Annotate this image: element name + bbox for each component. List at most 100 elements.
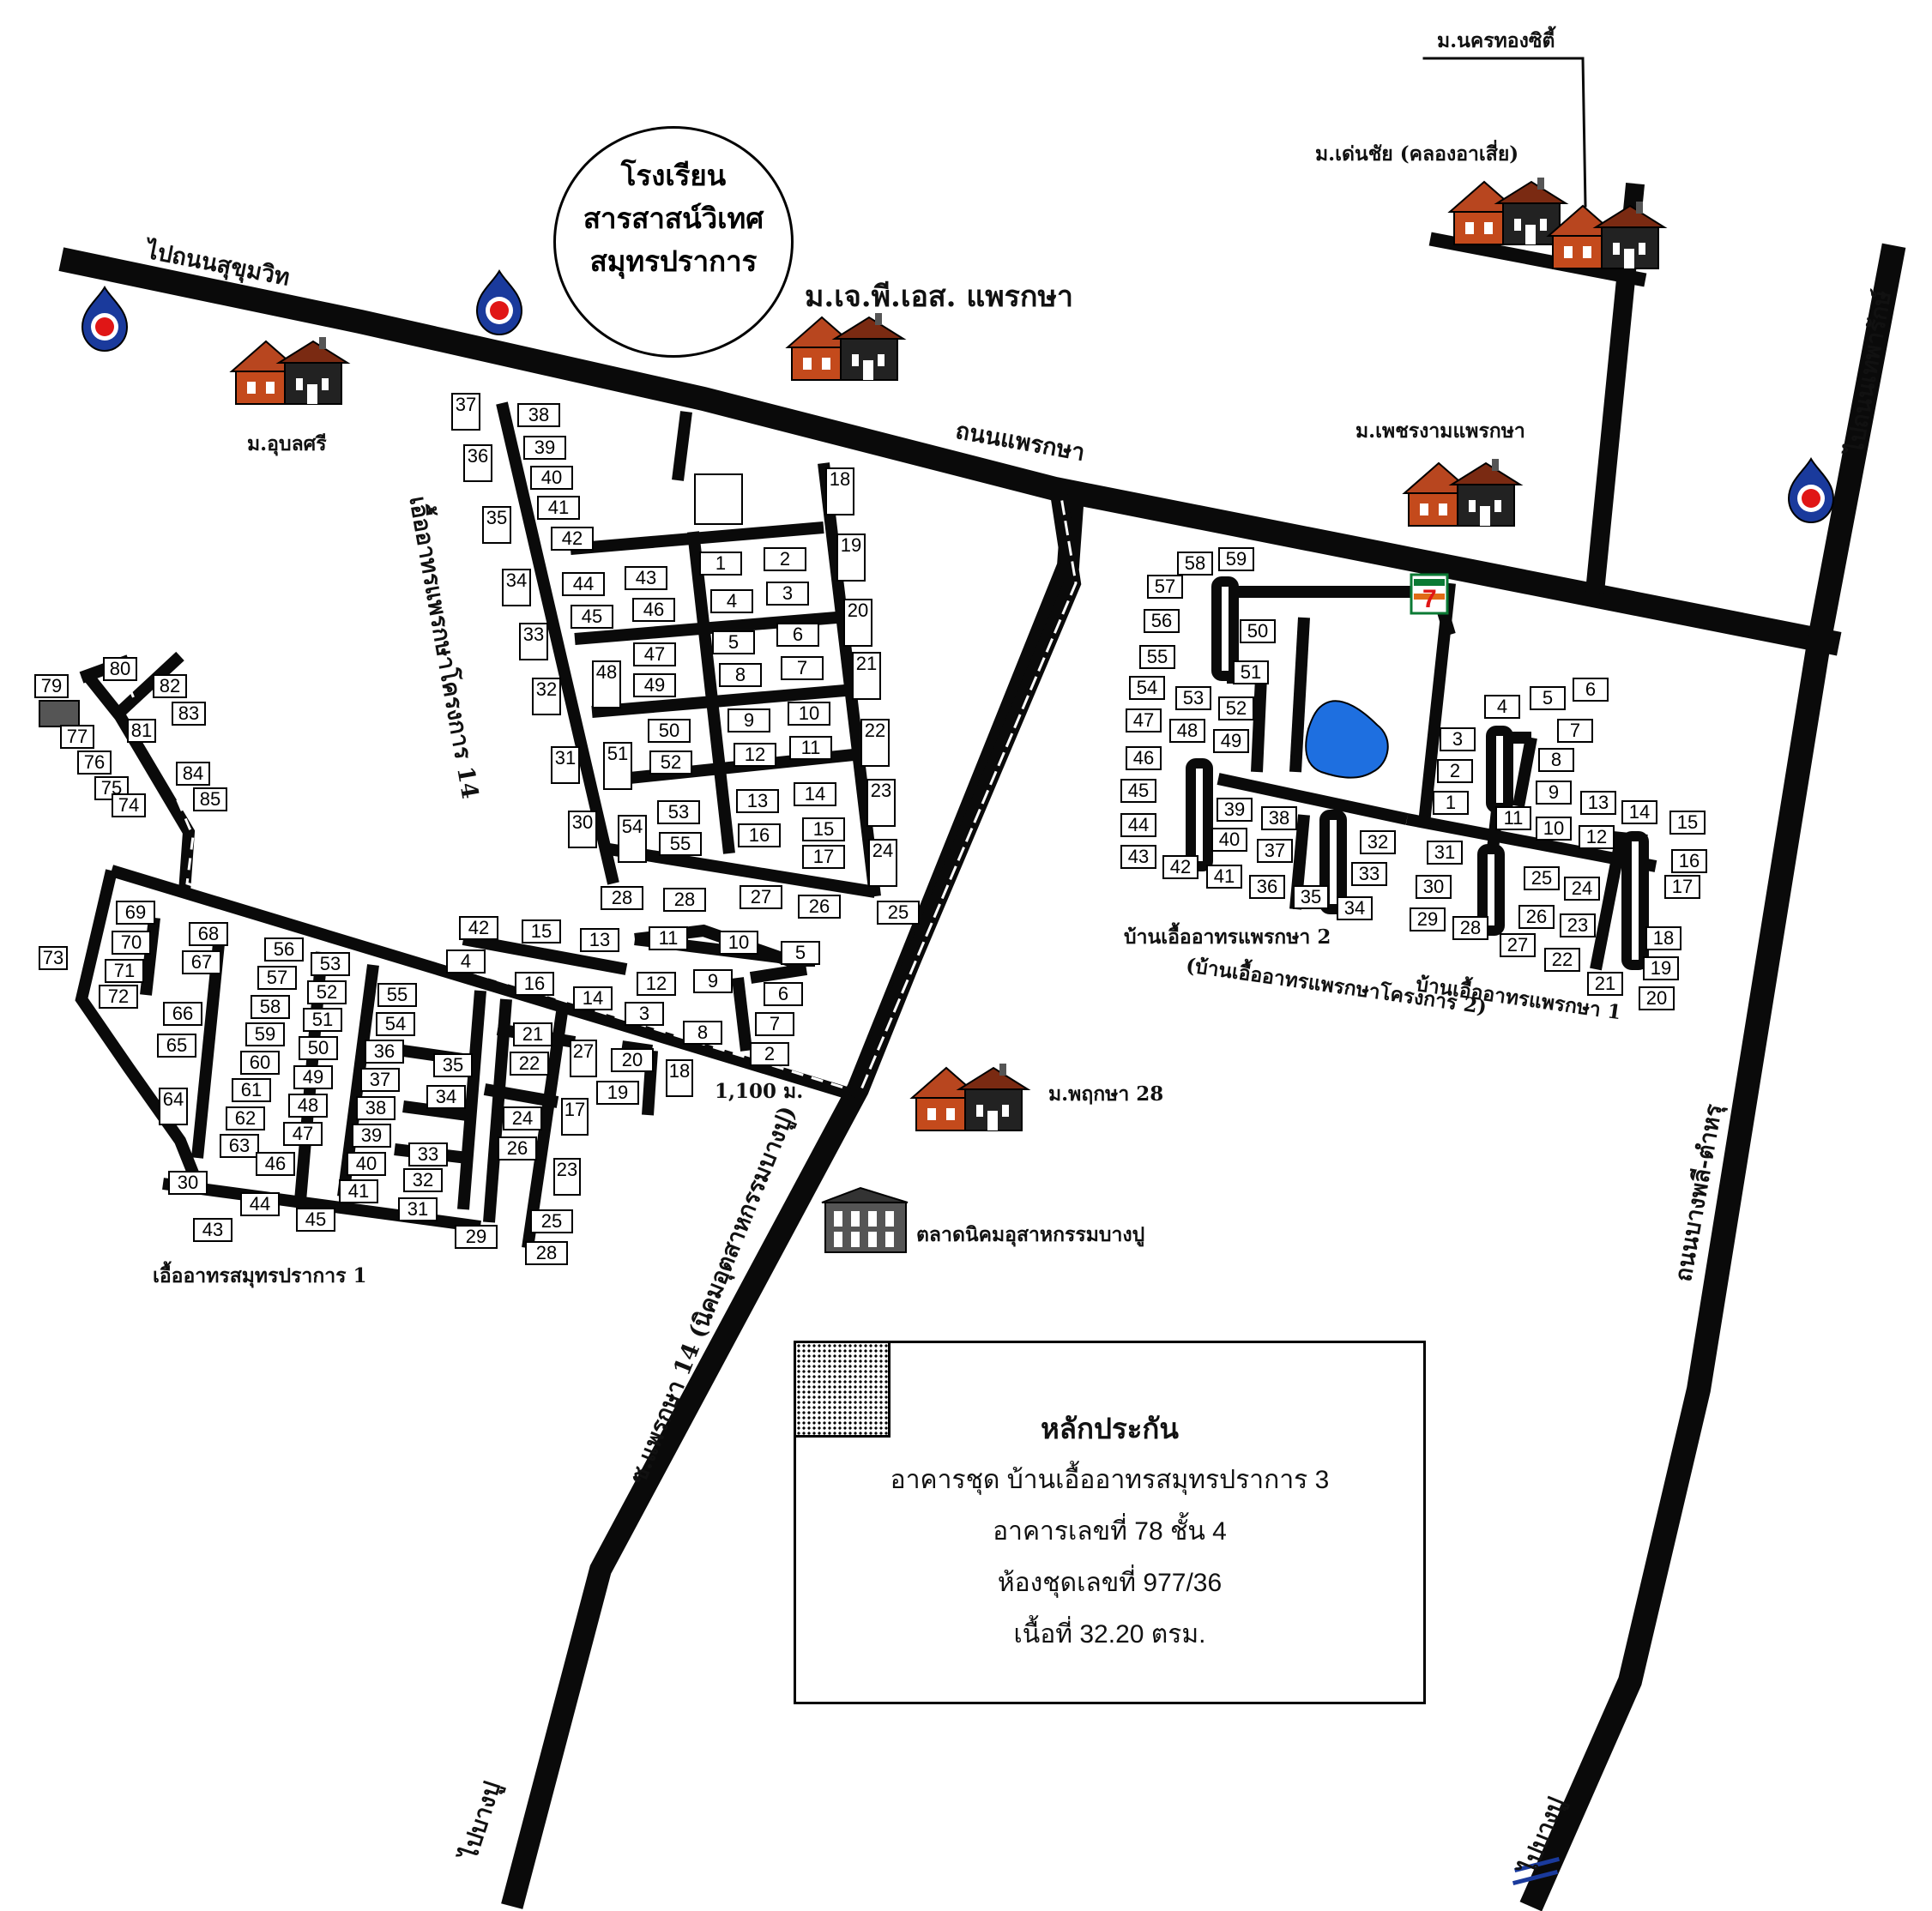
phraeksa-road-loops [1186, 576, 1649, 970]
lot: 12 [637, 972, 676, 996]
lot: 21 [1587, 972, 1623, 996]
lot: 77 [60, 725, 94, 749]
lot: 45 [296, 1208, 335, 1232]
gas-station-icon-3 [1788, 458, 1834, 523]
lot: 27 [740, 885, 782, 909]
lot: 59 [1218, 547, 1254, 571]
house-icon-ubonsri [231, 336, 348, 405]
school-name-line-1: โรงเรียน [620, 159, 727, 192]
lot: 31 [551, 746, 580, 784]
lot: 39 [523, 436, 566, 460]
house-icon-denchai [1449, 177, 1567, 245]
collateral-line-2: อาคารเลขที่ 78 ชั้น 4 [993, 1517, 1227, 1546]
market-building-icon [821, 1186, 909, 1253]
lot: 51 [1233, 660, 1269, 684]
lot: 32 [403, 1168, 443, 1192]
lot: 18 [825, 467, 854, 515]
lot: 47 [283, 1122, 323, 1146]
lot: 7 [755, 1012, 794, 1036]
lot: 3 [766, 582, 809, 606]
lot: 7 [1557, 719, 1593, 743]
lot: 3 [1440, 727, 1476, 751]
lot: 48 [592, 660, 621, 708]
lot: 3 [625, 1002, 664, 1026]
lot: 46 [1126, 746, 1162, 770]
lot: 6 [764, 982, 803, 1006]
lot: 34 [502, 569, 531, 606]
lot: 8 [1538, 748, 1574, 772]
lot: 8 [719, 663, 762, 687]
lot: 11 [789, 736, 832, 760]
lot: 5 [781, 941, 820, 965]
lot: 36 [463, 444, 492, 482]
lot: 27 [570, 1040, 597, 1077]
lot: 25 [1524, 866, 1560, 890]
lot: 4 [710, 589, 753, 613]
lot: 24 [1564, 877, 1600, 901]
lot: 81 [127, 719, 156, 743]
lot: 83 [172, 702, 206, 726]
lot: 23 [553, 1158, 581, 1196]
lot: 26 [1518, 905, 1555, 929]
lot: 54 [618, 815, 647, 863]
lot: 8 [683, 1021, 722, 1045]
samut1-hatched-lot [39, 700, 80, 727]
lot: 25 [877, 901, 920, 925]
lot: 13 [1580, 791, 1616, 815]
lot: 6 [1573, 678, 1609, 702]
lot: 12 [734, 743, 776, 767]
lot: 55 [1139, 645, 1175, 669]
lot: 37 [451, 393, 480, 431]
lot: 50 [1240, 619, 1276, 643]
lot: 56 [1144, 609, 1180, 633]
collateral-hatch-legend [796, 1343, 891, 1438]
lot: 16 [738, 823, 781, 847]
lot: 32 [1360, 830, 1396, 854]
lot: 71 [105, 959, 144, 983]
lot: 57 [1147, 575, 1183, 599]
nakhonthong-leader-2 [1581, 57, 1587, 208]
lot: 48 [288, 1094, 328, 1118]
nakhonthong-label: ม.นครทองซิตี้ [1437, 29, 1555, 52]
jps-label: ม.เจ.พี.เอส. แพรกษา [805, 280, 1074, 314]
lot: 84 [176, 762, 210, 786]
lot: 40 [347, 1152, 386, 1176]
collateral-title: หลักประกัน [1041, 1412, 1179, 1445]
lot: 28 [663, 888, 706, 912]
lot: 25 [530, 1209, 573, 1233]
lot: 72 [99, 985, 138, 1009]
lot: 50 [648, 719, 691, 743]
lot: 52 [1218, 696, 1254, 720]
lot: 52 [649, 751, 692, 775]
lot: 16 [515, 972, 554, 996]
lot: 34 [1337, 896, 1373, 920]
lot: 73 [39, 946, 68, 970]
lot: 74 [112, 793, 146, 817]
bridge-mark-1 [1513, 1856, 1561, 1873]
lot: 22 [860, 719, 890, 767]
house-icon-phruksa [911, 1063, 1029, 1131]
lot: 45 [571, 605, 613, 629]
ubonsri-label: ม.อุบลศรี [247, 432, 327, 455]
lot: 44 [562, 572, 605, 596]
gas-station-icon-2 [476, 270, 522, 335]
lot: 14 [794, 782, 836, 806]
seven-eleven-icon: 7 [1410, 573, 1449, 615]
lot: 29 [455, 1225, 498, 1249]
lot: 21 [852, 652, 881, 700]
lot: 24 [503, 1106, 542, 1130]
lot: 17 [802, 845, 845, 869]
lot: 4 [446, 949, 486, 974]
denchai-label: ม.เด่นชัย (คลองอาเสี่ย) [1315, 142, 1519, 166]
lot: 67 [182, 950, 221, 974]
lot: 28 [601, 886, 643, 910]
lot: 7 [781, 656, 824, 680]
lot: 40 [1211, 828, 1247, 852]
lot: 49 [633, 673, 676, 697]
phraeksa2-label: บ้านเอื้ออาทรแพรกษา 2 [1124, 925, 1331, 949]
lot: 18 [666, 1059, 693, 1097]
lot: 12 [1579, 825, 1615, 849]
lot: 41 [1206, 865, 1242, 889]
lot: 24 [868, 839, 897, 887]
collateral-line-1: อาคารชุด บ้านเอื้ออาทรสมุทรปราการ 3 [890, 1466, 1330, 1494]
